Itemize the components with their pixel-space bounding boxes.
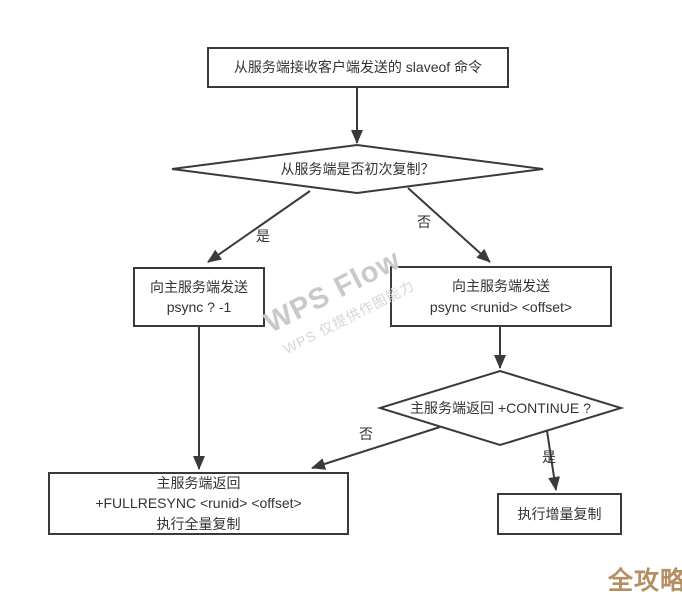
connector-continue-yes-to-incremental bbox=[546, 430, 560, 491]
node-send-psync-partial-line1: 向主服务端发送 bbox=[452, 278, 550, 295]
connector-decision-no-to-psync-partial bbox=[407, 187, 491, 263]
edge-label-continue-yes: 是 bbox=[542, 449, 556, 465]
node-incremental-copy: 执行增量复制 bbox=[497, 493, 622, 535]
node-send-psync-full-line2: psync ? -1 bbox=[166, 299, 232, 315]
edge-label-first-no: 否 bbox=[417, 214, 431, 230]
node-receive-slaveof: 从服务端接收客户端发送的 slaveof 命令 bbox=[207, 47, 509, 88]
decision-diamond-continue bbox=[376, 369, 625, 447]
node-send-psync-full-line1: 向主服务端发送 bbox=[150, 278, 248, 295]
node-incremental-copy-label: 执行增量复制 bbox=[517, 505, 602, 522]
site-logo: 全攻略 bbox=[608, 567, 682, 595]
node-receive-slaveof-label: 从服务端接收客户端发送的 slaveof 命令 bbox=[233, 59, 483, 76]
node-full-resync-line1: 主服务端返回 bbox=[156, 475, 241, 492]
decision-diamond-first-replication bbox=[171, 143, 544, 195]
edge-label-first-yes: 是 bbox=[256, 228, 270, 244]
connector-decision-yes-to-psync-full bbox=[207, 190, 311, 263]
node-send-psync-full: 向主服务端发送 psync ? -1 bbox=[133, 267, 265, 327]
node-send-psync-partial-line2: psync <runid> <offset> bbox=[429, 298, 573, 315]
node-full-resync-line2: +FULLRESYNC <runid> <offset> bbox=[95, 495, 302, 512]
edge-label-continue-no: 否 bbox=[359, 426, 373, 442]
node-full-resync-line3: 执行全量复制 bbox=[156, 515, 241, 532]
node-full-resync: 主服务端返回 +FULLRESYNC <runid> <offset> 执行全量… bbox=[48, 472, 349, 535]
node-send-psync-partial: 向主服务端发送 psync <runid> <offset> bbox=[390, 266, 612, 327]
connector-continue-no-to-fullresync bbox=[311, 426, 441, 470]
